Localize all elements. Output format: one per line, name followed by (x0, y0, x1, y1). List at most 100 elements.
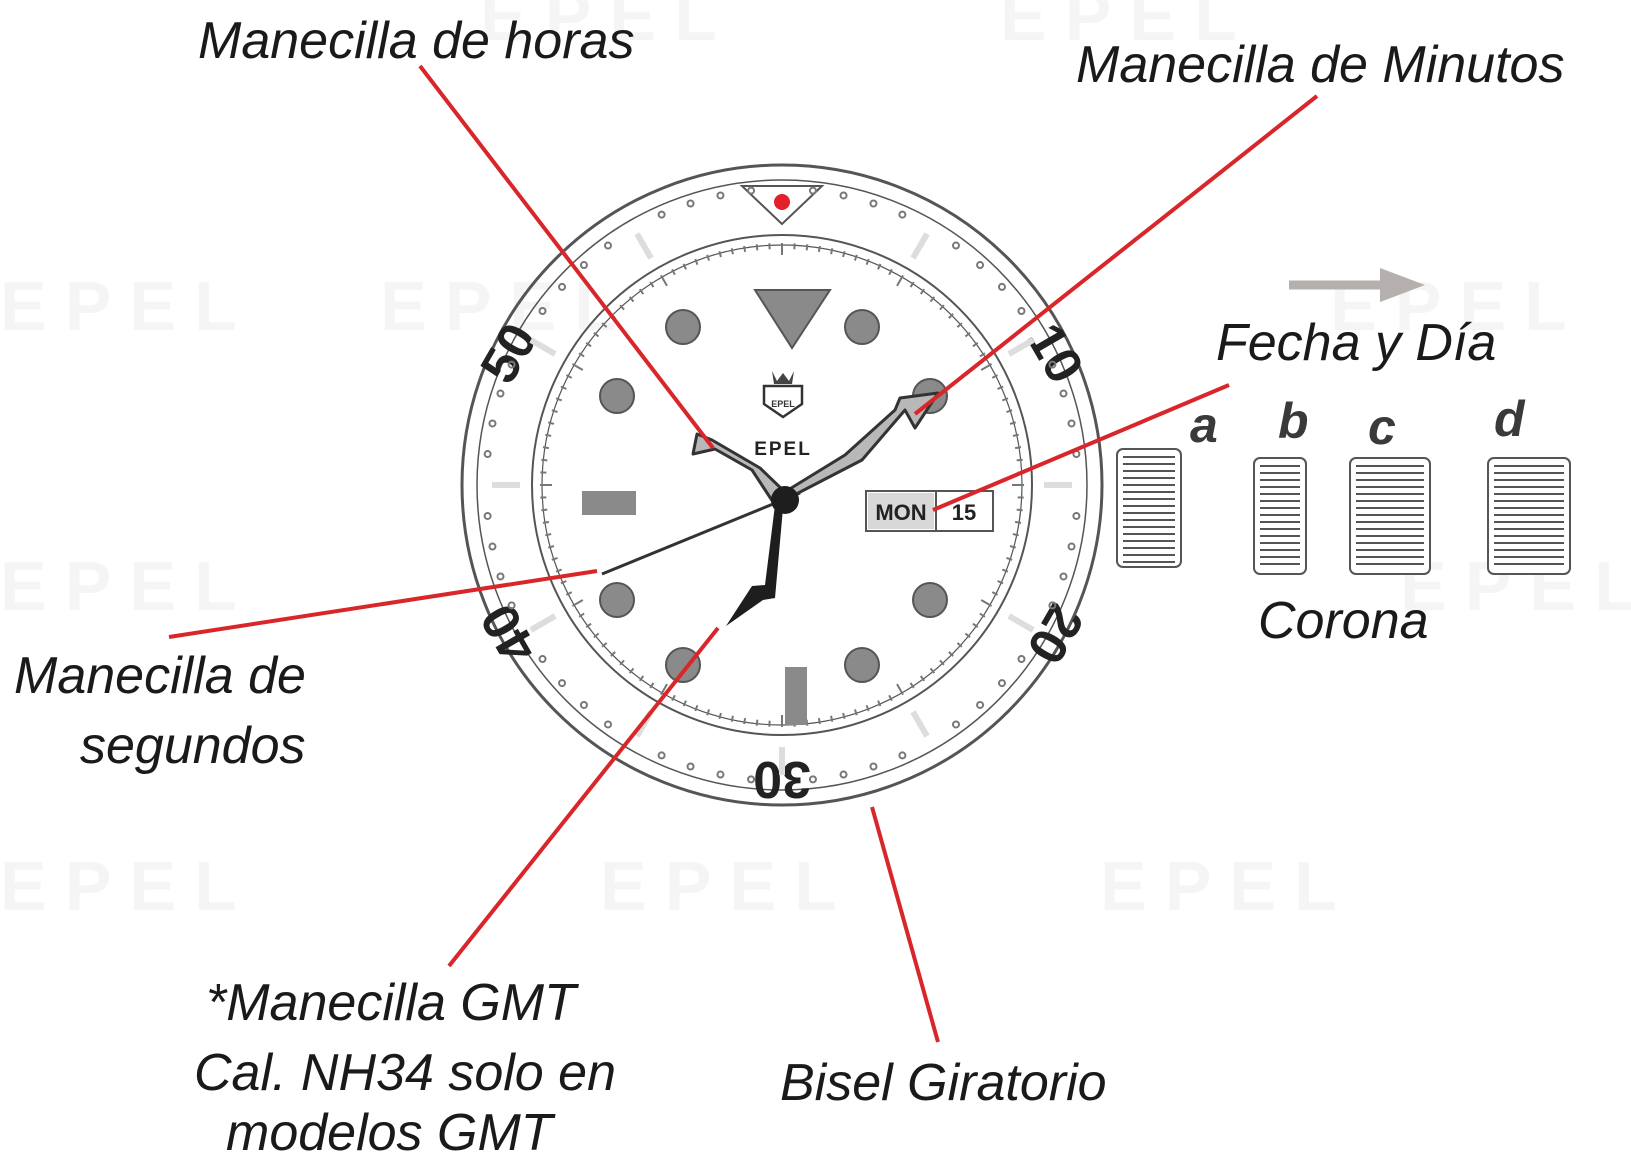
chapter-tick (694, 704, 699, 712)
chapter-tick (991, 374, 999, 379)
chapter-tick (755, 719, 759, 726)
six-bar-marker (785, 667, 807, 725)
chapter-tick (1009, 421, 1017, 425)
chapter-tick (578, 612, 585, 618)
bezel-tick (910, 232, 930, 260)
chapter-tick (585, 622, 592, 629)
hands (601, 391, 940, 626)
chapter-tick (565, 591, 573, 596)
chapter-tick (1016, 458, 1023, 462)
bezel-label: Bisel Giratorio (780, 1054, 1107, 1112)
bezel-tick (1067, 419, 1076, 428)
bezel-tick (910, 710, 930, 738)
bezel-tick (1048, 601, 1057, 610)
watermark-text: EPEL (380, 267, 635, 345)
crown-position-letter-c: c (1368, 399, 1396, 455)
chapter-tick (649, 281, 655, 288)
chapter-tick (628, 667, 635, 674)
hour-marker-1 (844, 309, 880, 345)
chapter-tick (842, 250, 846, 258)
chapter-tick (842, 712, 846, 720)
chapter-tick (888, 694, 893, 702)
chapter-tick (682, 263, 687, 270)
chapter-tick (638, 675, 645, 682)
chapter-tick (755, 244, 759, 251)
chapter-tick (560, 580, 567, 585)
chapter-tick (593, 331, 600, 338)
bezel-tick (747, 186, 756, 195)
chapter-tick (919, 288, 926, 295)
watch-case (460, 163, 1104, 807)
bezel-tick (488, 419, 497, 428)
bezel-tick (951, 720, 960, 729)
watermark-text: EPEL (0, 847, 255, 925)
chapter-tick (805, 244, 809, 251)
logo-monogram: EPEL (771, 399, 795, 409)
chapter-tick (980, 599, 993, 607)
chapter-tick (939, 304, 945, 311)
seconds-hand (601, 491, 801, 576)
chapter-tick (649, 682, 655, 689)
chapter-tick (610, 651, 616, 657)
watermark: EPEL EPEL EPEL EPEL EPEL EPEL EPEL EPEL … (0, 0, 1631, 925)
bezel-tick (488, 542, 497, 551)
chapter-tick (1006, 409, 1013, 414)
bezel-tick (839, 770, 848, 779)
chapter-tick (865, 258, 870, 266)
bezel-tick (483, 450, 492, 459)
leader-minute (913, 94, 1319, 416)
chapter-tick (706, 709, 711, 716)
bezel-tick (483, 511, 492, 520)
bezel-tick (657, 210, 666, 219)
chapter-tick (939, 659, 945, 666)
chapter-tick (997, 580, 1004, 585)
crown-position-letter-b: b (1278, 393, 1309, 449)
bezel-tick (898, 751, 907, 760)
bezel-tick (808, 775, 817, 784)
chapter-tick (638, 288, 645, 295)
bezel-tick (1048, 360, 1057, 369)
crown-label: Corona (1258, 592, 1429, 650)
twelve-triangle-marker (753, 289, 832, 350)
chapter-tick (1012, 533, 1019, 537)
crown-icon (772, 371, 794, 384)
hour-hand-label: Manecilla de horas (198, 12, 635, 70)
chapter-tick (1014, 446, 1022, 450)
chapter-tick (660, 683, 668, 696)
chapter-tick (964, 331, 971, 338)
chapter-tick (929, 296, 936, 303)
chapter-tick (1001, 397, 1009, 402)
chapter-tick (956, 322, 963, 328)
chapter-tick (730, 248, 734, 255)
bezel-tick (538, 307, 547, 316)
bezel-tick (1067, 542, 1076, 551)
hour-marker-11 (665, 309, 701, 345)
chapter-tick (948, 651, 954, 657)
leader-bezel (870, 806, 940, 1043)
watermark-text: EPEL (1100, 847, 1355, 925)
bezel-pip (739, 185, 825, 226)
chapter-tick (997, 385, 1004, 390)
chapter-tick (619, 659, 625, 666)
chapter-tick (565, 374, 573, 379)
chapter-tick (979, 352, 986, 358)
date-day-label: Fecha y Día (1216, 314, 1497, 372)
bezel-tick (951, 241, 960, 250)
chapter-tick (956, 642, 963, 648)
seconds-hand-label-line1: Manecilla de (14, 647, 306, 705)
bezel-tick (538, 654, 547, 663)
gmt-hand-label-line3: modelos GMT (226, 1104, 553, 1162)
chapter-tick (578, 352, 585, 358)
gmt-hand-label-line2: Cal. NH34 solo en (194, 1044, 616, 1102)
chapter-tick (919, 675, 926, 682)
chapter-tick (585, 341, 592, 348)
hour-hand (691, 432, 790, 507)
chapter-tick (743, 717, 747, 725)
bezel-tick (657, 751, 666, 760)
bezel-tick (997, 282, 1006, 291)
chapter-tick (555, 568, 563, 573)
crown-position-letter-a: a (1190, 397, 1218, 453)
chapter-tick (571, 363, 584, 371)
hour-marker-4 (912, 582, 948, 618)
chapter-tick (1012, 433, 1019, 437)
